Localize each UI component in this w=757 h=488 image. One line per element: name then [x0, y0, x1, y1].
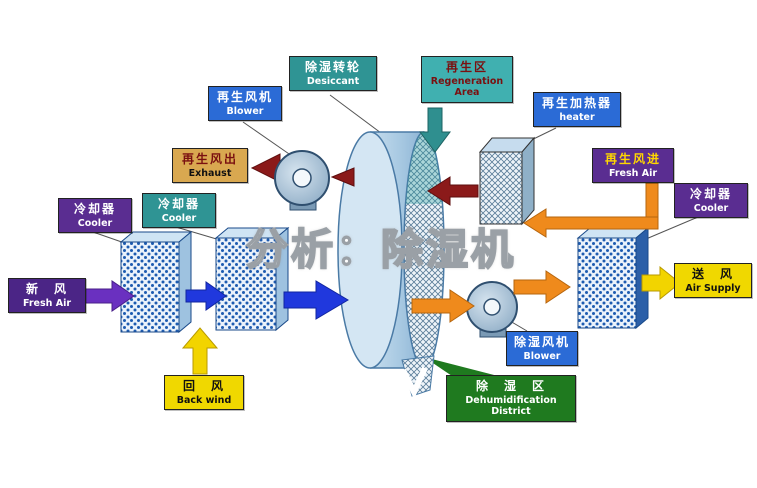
arrow-back-wind-up — [181, 327, 219, 375]
label-regen-area: 再生区 Regeneration Area — [421, 56, 513, 104]
label-dehumid-district-zh: 除 湿 区 — [475, 379, 546, 393]
wheel-drum-face — [337, 131, 403, 369]
arrow-wheel-to-regen-fan — [330, 167, 355, 187]
label-back-wind: 回 风 Back wind — [164, 375, 244, 411]
label-air-supply-zh: 送 风 — [691, 267, 734, 281]
arrow-between-coolers — [185, 281, 227, 311]
label-desiccant-zh: 除湿转轮 — [304, 60, 361, 74]
arrow-air-supply-out — [641, 265, 681, 301]
label-regen-heater-zh: 再生加热器 — [541, 96, 612, 110]
label-regen-area-en: Regeneration Area — [430, 75, 504, 99]
label-cooler-left-inner-zh: 冷却器 — [157, 197, 200, 211]
label-regen-blower: 再生风机 Blower — [208, 86, 282, 122]
label-cooler-left-outer: 冷却器 Cooler — [58, 198, 132, 234]
label-exhaust-zh: 再生风出 — [181, 152, 238, 166]
label-cooler-left-inner-en: Cooler — [161, 212, 197, 224]
arrow-wheel-to-fan — [411, 289, 475, 323]
label-regen-fresh-air-en: Fresh Air — [608, 167, 658, 179]
label-fresh-air-in-en: Fresh Air — [22, 297, 72, 309]
label-dehumid-district-en2: District — [491, 406, 531, 418]
label-fresh-air-in: 新 风 Fresh Air — [8, 278, 86, 314]
label-regen-heater-en: heater — [559, 111, 595, 123]
cooler-unit-left-inner — [214, 226, 290, 332]
arrow-heater-to-wheel — [427, 176, 479, 206]
dehumid-district-pointer — [424, 357, 498, 376]
label-desiccant: 除湿转轮 Desiccant — [289, 56, 377, 92]
label-desiccant-en: Desiccant — [306, 75, 360, 87]
leader-lines — [92, 94, 699, 332]
label-regen-blower-zh: 再生风机 — [216, 90, 273, 104]
label-dehumid-blower: 除湿风机 Blower — [506, 331, 578, 367]
label-cooler-left-outer-en: Cooler — [77, 217, 113, 229]
watermark-title: 分析：除湿机 — [245, 224, 517, 275]
label-cooler-left-inner: 冷却器 Cooler — [142, 193, 216, 229]
label-air-supply-en: Air Supply — [685, 282, 741, 294]
label-dehumid-district: 除 湿 区 Dehumidification District — [446, 375, 576, 423]
label-exhaust-en: Exhaust — [188, 167, 232, 179]
label-exhaust: 再生风出 Exhaust — [172, 148, 248, 184]
label-regen-fresh-air: 再生风进 Fresh Air — [592, 148, 674, 184]
wheel-seal-fold — [400, 366, 428, 399]
arrow-regen-air-to-heater — [523, 208, 659, 238]
arrow-fresh-air-in — [83, 280, 135, 312]
label-back-wind-zh: 回 风 — [182, 379, 225, 393]
label-regen-heater: 再生加热器 heater — [533, 92, 621, 128]
label-back-wind-en: Back wind — [176, 394, 232, 406]
label-dehumid-blower-en: Blower — [523, 350, 561, 362]
label-air-supply: 送 风 Air Supply — [674, 263, 752, 299]
label-regen-area-zh: 再生区 — [445, 60, 488, 74]
label-regen-blower-en: Blower — [226, 105, 264, 117]
label-cooler-right: 冷却器 Cooler — [674, 183, 748, 219]
arrow-fan-to-cooler — [513, 270, 571, 304]
arrow-regen-area-down — [419, 107, 451, 153]
label-dehumid-blower-zh: 除湿风机 — [513, 335, 570, 349]
label-regen-fresh-air-zh: 再生风进 — [604, 152, 661, 166]
dehumid-fan — [466, 281, 518, 338]
arrow-into-wheel — [283, 280, 349, 320]
label-cooler-right-zh: 冷却器 — [689, 187, 732, 201]
label-fresh-air-in-zh: 新 风 — [25, 282, 68, 296]
label-cooler-right-en: Cooler — [693, 202, 729, 214]
label-dehumid-district-en1: Dehumidification — [465, 394, 557, 406]
label-cooler-left-outer-zh: 冷却器 — [73, 202, 116, 216]
cooler-unit-left-outer — [119, 230, 193, 334]
heater-block — [478, 136, 536, 226]
cooler-unit-right — [576, 226, 650, 330]
regen-fan — [274, 150, 330, 211]
